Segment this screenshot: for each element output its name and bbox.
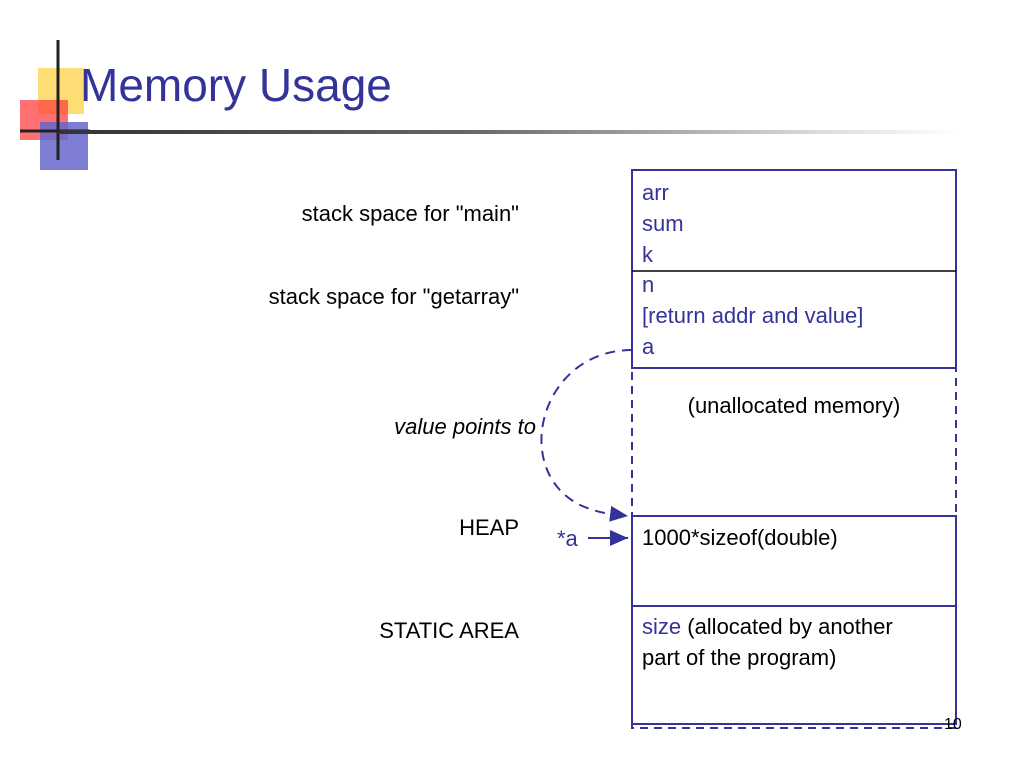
value-pointer-curve bbox=[540, 349, 633, 522]
static-area-text: size (allocated by another part of the p… bbox=[642, 611, 893, 673]
static-note-line2: part of the program) bbox=[642, 645, 837, 670]
var-n: n bbox=[642, 272, 655, 297]
var-size: size bbox=[642, 614, 682, 639]
var-return-addr: [return addr and value] bbox=[642, 303, 864, 328]
label-main-stack: stack space for "main" bbox=[301, 201, 519, 226]
page-number: 10 bbox=[944, 716, 962, 733]
var-sum: sum bbox=[642, 211, 684, 236]
label-getarray-stack: stack space for "getarray" bbox=[268, 284, 519, 309]
var-k: k bbox=[642, 242, 653, 267]
static-note-line1: (allocated by another bbox=[681, 614, 893, 639]
label-static-area: STATIC AREA bbox=[379, 618, 519, 643]
label-pointer-star-a: *a bbox=[557, 526, 578, 551]
slide-title: Memory Usage bbox=[80, 59, 392, 111]
main-vars-list: arr sum k bbox=[642, 177, 684, 270]
var-arr: arr bbox=[642, 180, 669, 205]
heap-block-label: 1000*sizeof(double) bbox=[642, 525, 838, 550]
title-underline bbox=[60, 130, 960, 134]
slide-logo bbox=[20, 40, 90, 170]
stack-box bbox=[631, 169, 957, 369]
getarray-vars-list: n [return addr and value] a bbox=[642, 269, 863, 362]
label-value-points-to: value points to bbox=[394, 414, 536, 439]
static-box bbox=[631, 605, 957, 725]
label-heap: HEAP bbox=[459, 515, 519, 540]
unallocated-label: (unallocated memory) bbox=[687, 393, 901, 418]
var-a: a bbox=[642, 334, 655, 359]
